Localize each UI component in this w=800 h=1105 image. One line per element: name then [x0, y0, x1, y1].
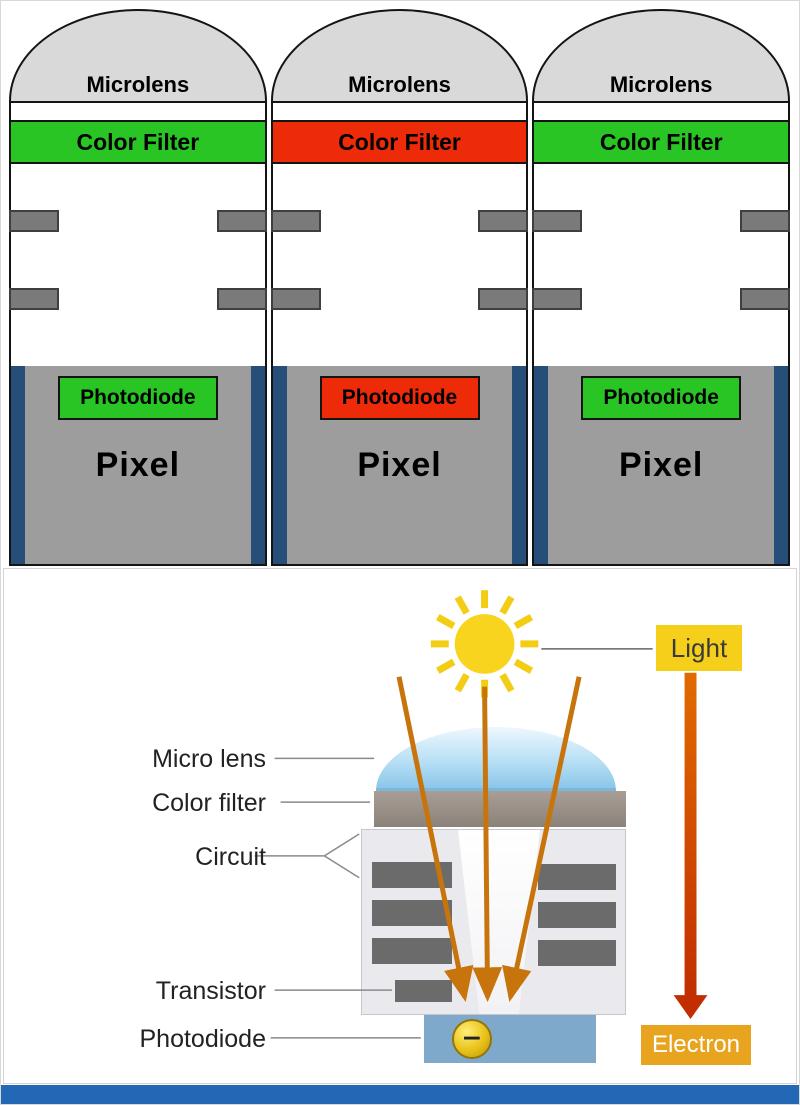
microlens-dome: Microlens [532, 9, 791, 101]
metal-bar [478, 210, 529, 232]
microlens-dome: Microlens [9, 9, 267, 101]
pixel-cell-body: Color Filter Photodiode Pixel [532, 101, 791, 566]
light-conversion-diagram: − Light Electron Micro lens Color filter… [3, 568, 797, 1084]
spacer [273, 103, 527, 120]
metal-bar [9, 210, 59, 232]
metal-bar [740, 210, 791, 232]
metal-bar [532, 210, 583, 232]
electron-badge: Electron [641, 1025, 751, 1065]
circuit-block [361, 829, 626, 1015]
microlens-label: Microlens [86, 72, 190, 97]
metal-bar [216, 210, 267, 232]
sun-icon [430, 590, 539, 698]
spacer [11, 103, 265, 120]
photodiode-label: Photodiode [139, 1025, 266, 1053]
transistor-block [395, 980, 452, 1002]
isolation-bar [11, 366, 25, 564]
pixel-label: Pixel [95, 446, 181, 484]
interconnect-region [9, 164, 267, 366]
isolation-bar [250, 366, 265, 564]
electron-flow-arrow [673, 672, 708, 1020]
interconnect-region [532, 164, 791, 366]
color-filter-bar: Color Filter [11, 120, 265, 164]
spacer [534, 103, 788, 120]
metal-bar [9, 288, 59, 310]
transistor-label: Transistor [155, 977, 266, 1005]
footer-bar [1, 1085, 799, 1104]
micro-lens-label: Micro lens [152, 745, 266, 773]
transistor-block [538, 864, 616, 890]
isolation-bar [534, 366, 549, 564]
metal-bar [270, 288, 321, 310]
pixel-cell-body: Color Filter Photodiode Pixel [9, 101, 267, 566]
pixel-region: Photodiode Pixel [534, 366, 789, 564]
microlens-dome: Microlens [270, 9, 529, 101]
microlens-label: Microlens [348, 72, 451, 97]
color-filter-bar: Color Filter [534, 120, 789, 164]
pixel-cell-3: Microlens Color Filter Photodiode Pixel [532, 9, 791, 566]
pixel-cell-1: Microlens Color Filter Photodiode Pixel [9, 9, 267, 566]
pixel-region: Photodiode Pixel [272, 366, 527, 564]
interconnect-region [270, 164, 529, 366]
metal-bar [532, 288, 583, 310]
electron-icon: − [452, 1019, 492, 1059]
microlens-label: Microlens [609, 72, 713, 97]
photodiode-box: Photodiode [57, 376, 218, 420]
transistor-block [372, 900, 452, 926]
metal-bar [216, 288, 267, 310]
isolation-bar [272, 366, 287, 564]
pixel-cell-2: Microlens Color Filter Photodiode Pixel [270, 9, 529, 566]
isolation-bar [512, 366, 527, 564]
micro-lens-shape [376, 727, 616, 791]
color-filter-bar: Color Filter [272, 120, 527, 164]
color-filter-label: Color filter [152, 789, 266, 817]
transistor-block [372, 938, 452, 964]
transistor-block [372, 862, 452, 888]
isolation-bar [774, 366, 789, 564]
pixel-label: Pixel [357, 446, 442, 484]
circuit-label: Circuit [195, 843, 266, 871]
light-funnel [458, 830, 540, 1014]
photodiode-box: Photodiode [319, 376, 480, 420]
metal-bar [478, 288, 529, 310]
pixel-label: Pixel [618, 446, 704, 484]
color-filter-shape [374, 791, 626, 827]
transistor-block [538, 902, 616, 928]
metal-bar [740, 288, 791, 310]
photodiode-box: Photodiode [581, 376, 742, 420]
photodiode-shape [424, 1015, 596, 1063]
pixel-cross-section-diagram: Microlens Color Filter Photodiode Pixel [1, 1, 799, 566]
pixel-region: Photodiode Pixel [11, 366, 265, 564]
metal-bar [270, 210, 321, 232]
transistor-block [538, 940, 616, 966]
light-badge: Light [656, 625, 742, 671]
pixel-cell-body: Color Filter Photodiode Pixel [270, 101, 529, 566]
